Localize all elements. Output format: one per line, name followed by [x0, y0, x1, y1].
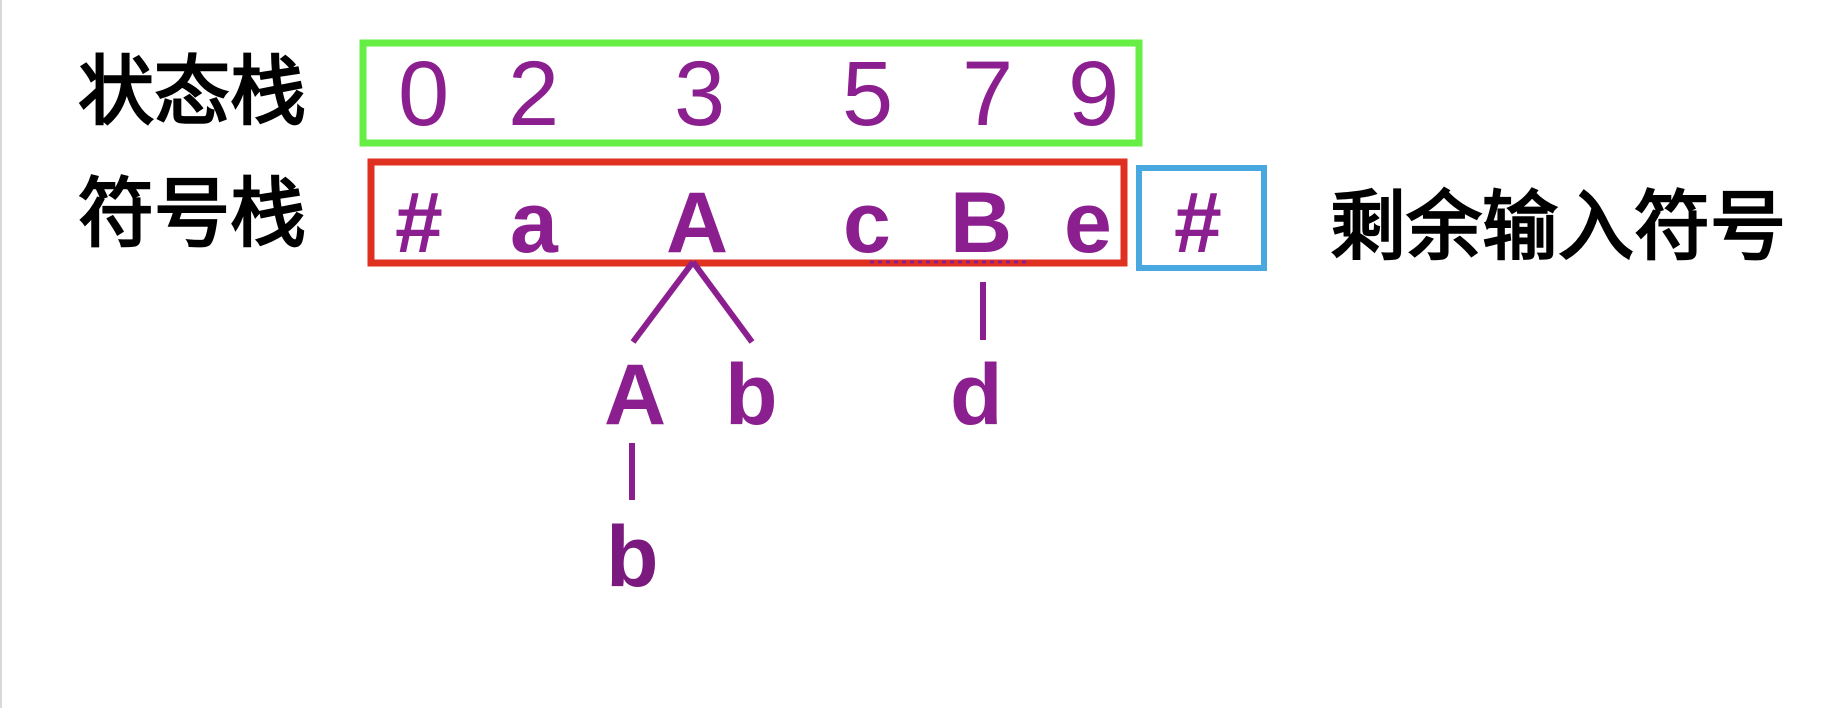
state-item: 0 — [398, 43, 449, 145]
symbol-stack-box — [367, 158, 1128, 267]
state-item: 3 — [674, 43, 725, 145]
state-stack-label: 状态栈 — [78, 47, 306, 136]
tree-node-d: d — [950, 347, 1003, 443]
tree-edge-a-right — [690, 260, 755, 344]
state-item: 2 — [508, 43, 559, 145]
state-stack-box — [359, 39, 1143, 147]
symbol-item: # — [395, 175, 443, 271]
left-border — [0, 0, 2, 708]
symbol-item: c — [843, 175, 891, 271]
symbol-stack-label: 符号栈 — [78, 169, 306, 258]
symbol-item: a — [510, 175, 559, 271]
remaining-input-box — [1136, 165, 1267, 271]
state-item: 5 — [842, 43, 893, 145]
tree-node-b-leaf: b — [606, 509, 659, 605]
symbol-item: e — [1064, 175, 1112, 271]
state-item: 9 — [1068, 43, 1119, 145]
remaining-input-item: # — [1174, 175, 1222, 271]
symbol-item: A — [666, 175, 728, 271]
state-item: 7 — [962, 43, 1013, 145]
tree-node-a: A — [604, 347, 666, 443]
tree-node-b: b — [725, 347, 778, 443]
remaining-input-label: 剩余输入符号 — [1330, 182, 1786, 271]
symbol-item: B — [950, 175, 1012, 271]
tree-edge-a-left — [630, 260, 696, 344]
